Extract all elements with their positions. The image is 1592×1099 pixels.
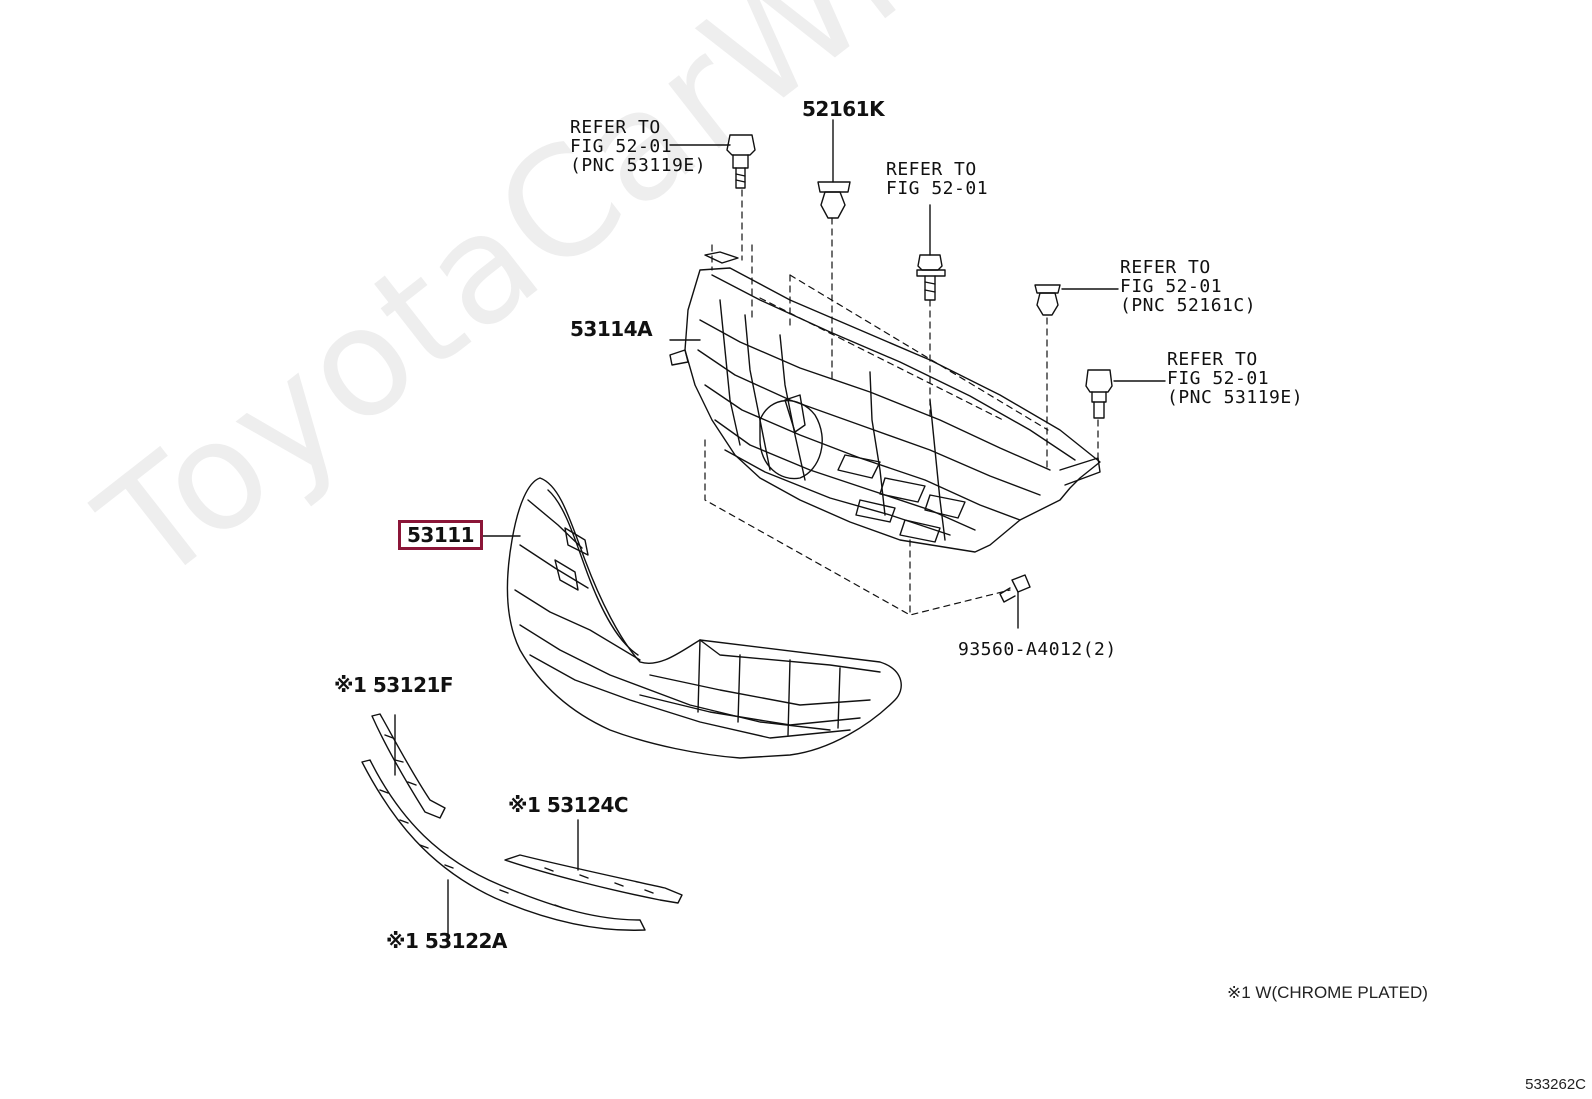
upper-grille-assembly [669,251,1101,553]
clip-52161k [817,119,851,219]
refer-label-53119e-right: REFER TO FIG 52-01 (PNC 53119E) [1167,349,1304,408]
moulding-53124c [504,819,683,904]
screw-93560 [999,574,1031,629]
diagram-code: 533262C [1525,1076,1586,1093]
bolt-center [916,204,946,301]
lower-grille [506,477,902,759]
part-label-93560-a4012: 93560-A4012(2) [958,639,1117,660]
refer-label-52161c: REFER TO FIG 52-01 (PNC 52161C) [1120,257,1257,316]
part-label-53114a: 53114A [570,317,653,341]
bolt-53119e-top [726,134,756,189]
clip-52161c [1034,284,1119,316]
refer-label-53119e-top: REFER TO FIG 52-01 (PNC 53119E) [570,117,707,176]
legend-note: ※1 W(CHROME PLATED) [1227,983,1428,1002]
part-label-53122a: ※1 53122A [386,929,507,953]
part-label-53111[interactable]: 53111 [398,520,484,550]
moulding-53122a [361,759,646,941]
part-label-52161k: 52161K [802,97,885,121]
bolt-53119e-right [1085,369,1166,419]
refer-label-center-bolt: REFER TO FIG 52-01 [886,159,989,199]
part-label-53124c: ※1 53124C [508,793,629,817]
moulding-53121f [371,713,446,819]
part-label-53121f: ※1 53121F [334,673,454,697]
